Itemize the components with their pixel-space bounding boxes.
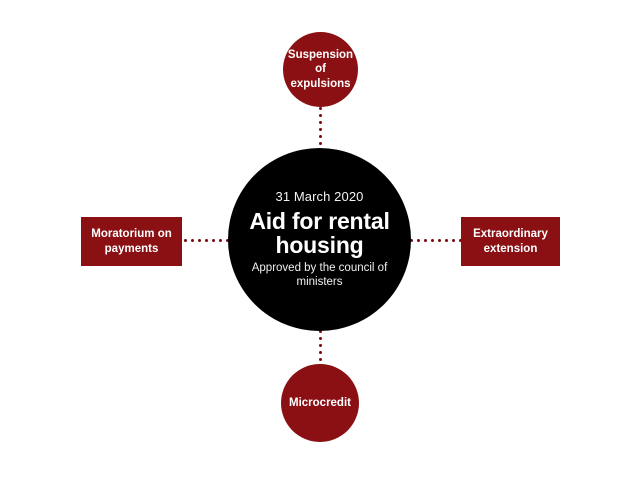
node-extraordinary-extension: Extraordinary extension xyxy=(461,217,560,266)
node-suspension-of-expulsions-label: Suspension of expulsions xyxy=(287,49,354,90)
center-hub-date: 31 March 2020 xyxy=(275,189,364,205)
node-moratorium-on-payments: Moratorium on payments xyxy=(81,217,182,266)
connector-bottom-dotted-line xyxy=(318,328,322,374)
connector-right-dotted-line xyxy=(408,239,463,242)
node-suspension-of-expulsions: Suspension of expulsions xyxy=(283,32,358,107)
node-microcredit-label: Microcredit xyxy=(289,396,351,409)
node-microcredit: Microcredit xyxy=(281,364,359,442)
node-extraordinary-extension-label: Extraordinary extension xyxy=(473,228,548,255)
center-hub-aid-for-rental-housing: 31 March 2020 Aid for rental housing App… xyxy=(228,148,411,331)
connector-left-dotted-line xyxy=(182,239,232,242)
connector-top-dotted-line xyxy=(318,105,322,151)
center-hub-title: Aid for rental housing xyxy=(249,207,390,259)
node-moratorium-on-payments-label: Moratorium on payments xyxy=(91,228,172,255)
center-hub-subtitle: Approved by the council of ministers xyxy=(251,261,388,288)
